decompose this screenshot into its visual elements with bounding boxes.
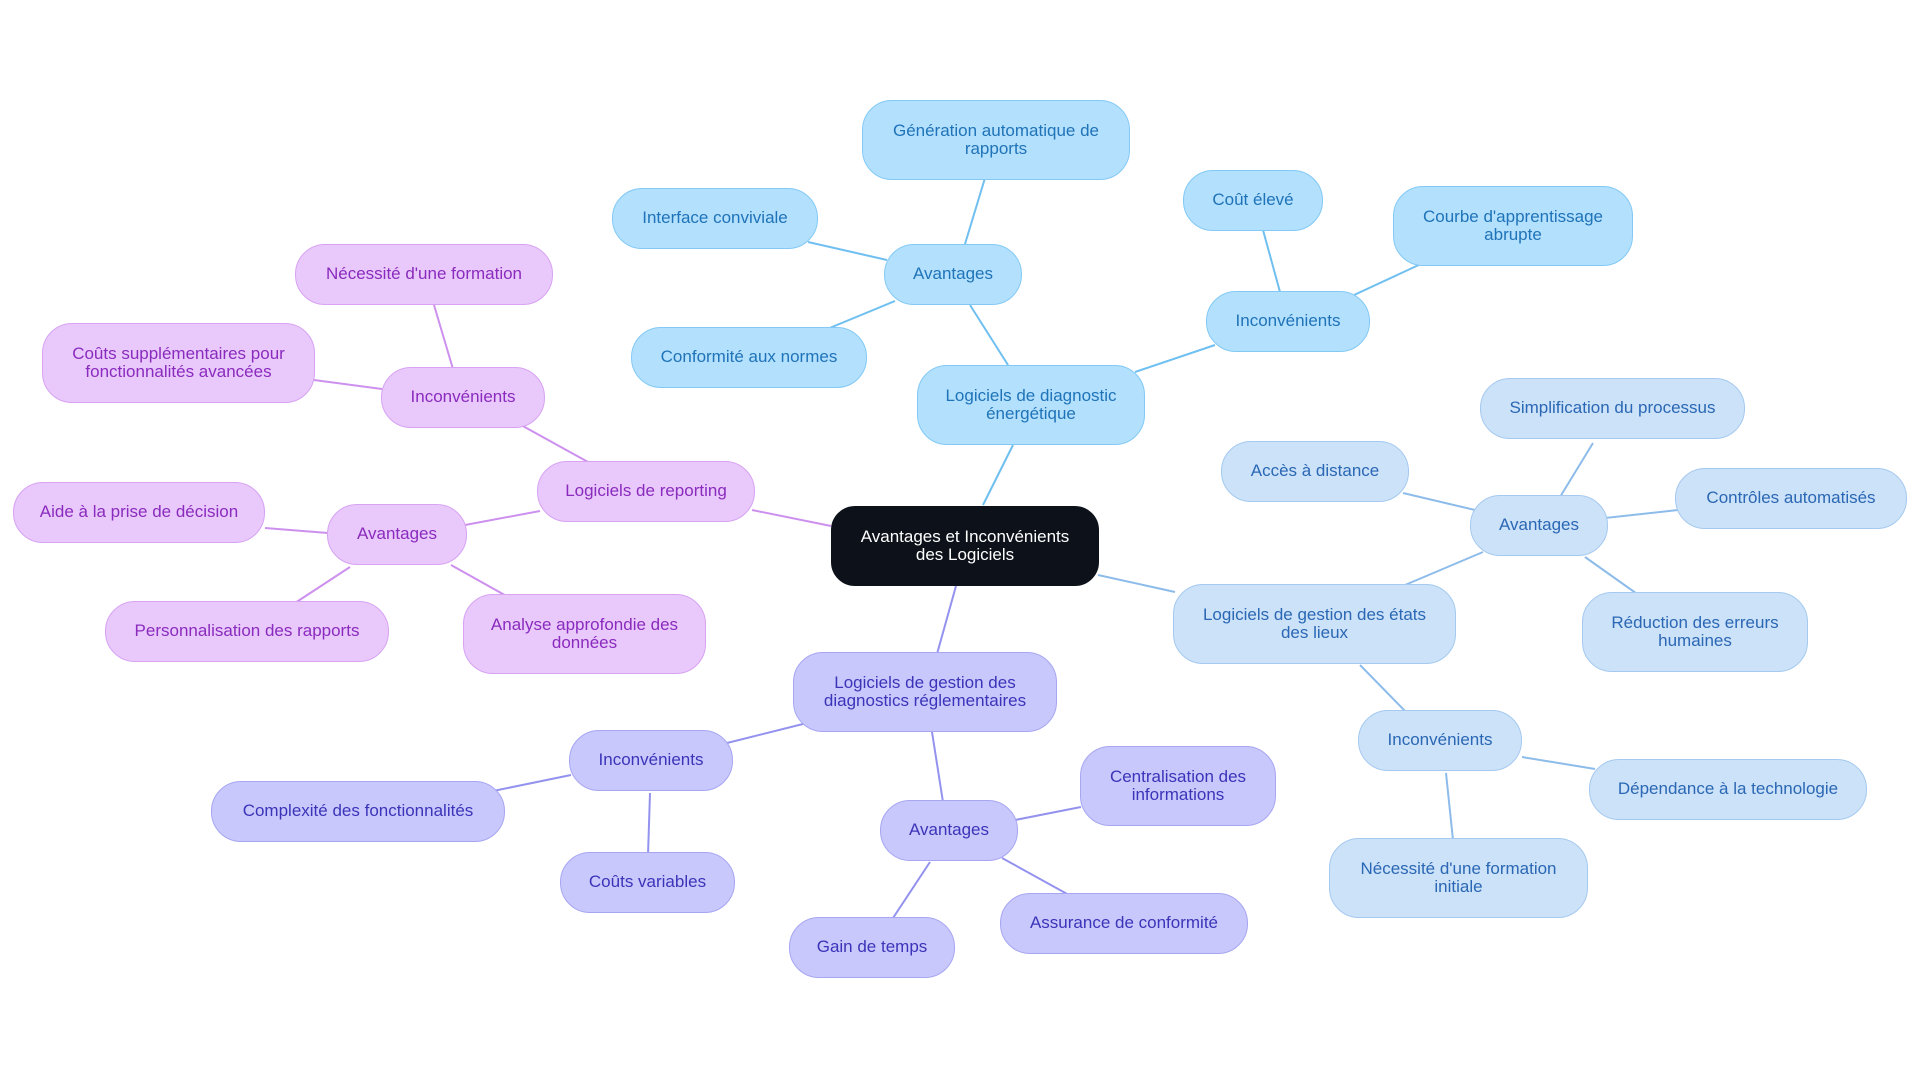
reg-drw-variable-costs: Coûts variables	[560, 852, 735, 913]
link-reporting-drw-1	[433, 304, 454, 370]
link-reporting-drw	[520, 424, 589, 463]
link-states-adv-1	[1559, 442, 1594, 498]
link-reg-adv	[931, 731, 944, 803]
link-energy-drw	[1134, 344, 1216, 373]
energy-drawbacks-node: Inconvénients	[1206, 291, 1370, 352]
link-reg-adv-1	[1014, 806, 1082, 821]
energy-advantages-node: Avantages	[884, 244, 1022, 305]
link-states-drw	[1359, 664, 1407, 713]
regulatory-drawbacks-node: Inconvénients	[569, 730, 733, 791]
reg-drw-complexity: Complexité des fonctionnalités	[211, 781, 505, 842]
link-states-adv-3	[1604, 509, 1679, 519]
link-reg-drw	[726, 723, 804, 744]
reg-adv-centralization: Centralisation des informations	[1080, 746, 1276, 826]
reporting-drawbacks-node: Inconvénients	[381, 367, 545, 428]
reporting-drw-extra-costs: Coûts supplémentaires pour fonctionnalit…	[42, 323, 315, 403]
branch-energy-diagnostic: Logiciels de diagnostic énergétique	[917, 365, 1145, 445]
link-root-states	[1097, 574, 1176, 593]
root-node: Avantages et Inconvénients des Logiciels	[831, 506, 1099, 586]
states-drw-tech-dependence: Dépendance à la technologie	[1589, 759, 1867, 820]
branch-regulatory-diagnostics: Logiciels de gestion des diagnostics rég…	[793, 652, 1057, 732]
link-states-adv-4	[1584, 556, 1641, 597]
link-states-drw-2	[1445, 772, 1454, 841]
states-adv-simplification: Simplification du processus	[1480, 378, 1745, 439]
link-energy-adv	[969, 304, 1009, 366]
energy-drw-high-cost: Coût élevé	[1183, 170, 1323, 231]
states-drw-initial-training: Nécessité d'une formation initiale	[1329, 838, 1588, 918]
reporting-adv-deep-analysis: Analyse approfondie des données	[463, 594, 706, 674]
energy-drw-learning-curve: Courbe d'apprentissage abrupte	[1393, 186, 1633, 266]
link-reporting-adv-2	[294, 566, 351, 604]
states-adv-remote-access: Accès à distance	[1221, 441, 1409, 502]
link-reporting-adv-3	[450, 564, 511, 599]
states-adv-fewer-errors: Réduction des erreurs humaines	[1582, 592, 1808, 672]
branch-reporting: Logiciels de reporting	[537, 461, 755, 522]
reporting-advantages-node: Avantages	[327, 504, 467, 565]
link-root-reporting	[751, 509, 832, 527]
link-reg-adv-3	[892, 861, 931, 919]
link-reg-adv-2	[1001, 857, 1070, 896]
energy-adv-compliance: Conformité aux normes	[631, 327, 867, 388]
reporting-drw-training: Nécessité d'une formation	[295, 244, 553, 305]
link-energy-adv-2	[807, 241, 888, 261]
link-reg-drw-1	[492, 774, 572, 792]
link-energy-adv-1	[964, 177, 986, 245]
states-advantages-node: Avantages	[1470, 495, 1608, 556]
link-reg-drw-2	[647, 792, 651, 856]
reg-adv-time-saving: Gain de temps	[789, 917, 955, 978]
link-energy-drw-2	[1353, 262, 1424, 296]
link-states-adv	[1404, 551, 1484, 586]
energy-adv-user-friendly: Interface conviviale	[612, 188, 818, 249]
states-drawbacks-node: Inconvénients	[1358, 710, 1522, 771]
link-root-energy	[982, 444, 1014, 506]
reporting-adv-decision-aid: Aide à la prise de décision	[13, 482, 265, 543]
link-reporting-adv	[464, 510, 541, 526]
link-states-adv-2	[1402, 492, 1476, 511]
link-root-regulatory	[936, 585, 957, 655]
link-energy-adv-3	[819, 300, 896, 333]
link-reporting-drw-2	[313, 379, 383, 390]
regulatory-advantages-node: Avantages	[880, 800, 1018, 861]
link-states-drw-1	[1521, 756, 1596, 770]
link-energy-drw-1	[1262, 229, 1281, 293]
reporting-adv-custom-reports: Personnalisation des rapports	[105, 601, 389, 662]
reg-adv-compliance-assurance: Assurance de conformité	[1000, 893, 1248, 954]
states-adv-automated-checks: Contrôles automatisés	[1675, 468, 1907, 529]
link-reporting-adv-1	[264, 527, 329, 534]
energy-adv-auto-reports: Génération automatique de rapports	[862, 100, 1130, 180]
branch-states-management: Logiciels de gestion des états des lieux	[1173, 584, 1456, 664]
